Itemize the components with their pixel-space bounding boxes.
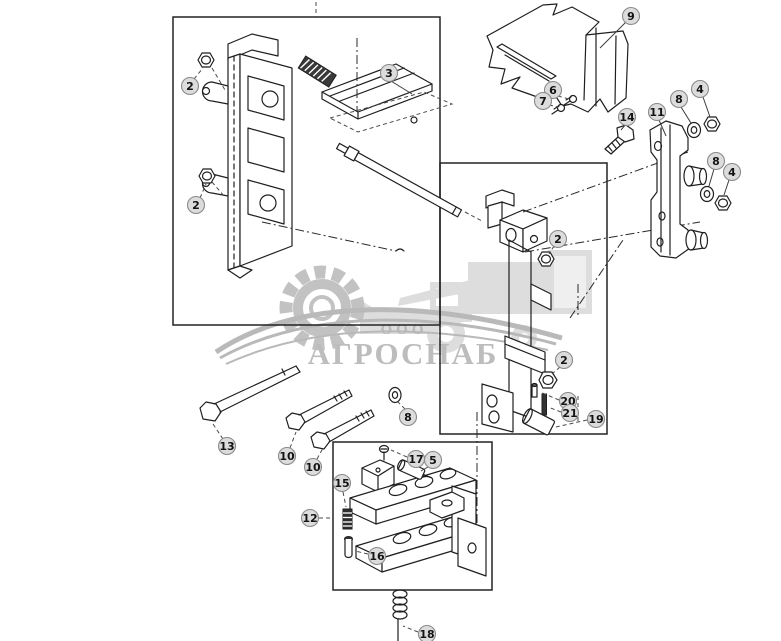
- callout-15[interactable]: 15: [332, 473, 352, 493]
- part-washer-8b: [699, 185, 715, 203]
- callout-10-left[interactable]: 10: [277, 446, 297, 466]
- callout-8-lower[interactable]: 8: [706, 151, 726, 171]
- callout-14[interactable]: 14: [617, 107, 637, 127]
- callout-21[interactable]: 21: [560, 403, 580, 423]
- callout-leaders: [193, 21, 730, 633]
- part-roll-pin-21: [541, 393, 547, 416]
- part-screw-7: [551, 103, 566, 115]
- part-rod: [335, 142, 463, 218]
- part-bolt-10b: [310, 409, 375, 450]
- callout-4-upper[interactable]: 4: [690, 79, 710, 99]
- part-nut-2d: [538, 371, 558, 389]
- part-plug-screw-17: [378, 444, 390, 461]
- svg-text:17: 17: [408, 453, 423, 466]
- callout-18[interactable]: 18: [417, 624, 437, 641]
- part-nut-4b: [714, 195, 732, 211]
- part-washer-8c: [388, 386, 402, 404]
- svg-text:2: 2: [186, 80, 194, 93]
- svg-text:8: 8: [404, 411, 412, 424]
- part-roller-19: [522, 408, 556, 436]
- svg-text:13: 13: [219, 440, 234, 453]
- part-guide-rail: [201, 33, 293, 279]
- svg-text:7: 7: [539, 95, 547, 108]
- svg-text:14: 14: [619, 111, 635, 124]
- part-nut-2a: [197, 52, 215, 68]
- svg-text:3: 3: [385, 67, 393, 80]
- part-bolt-14: [604, 124, 635, 155]
- callout-13[interactable]: 13: [217, 436, 237, 456]
- svg-text:8: 8: [712, 155, 720, 168]
- callout-10-right[interactable]: 10: [303, 457, 323, 477]
- svg-text:15: 15: [334, 477, 349, 490]
- callout-2-rail-top[interactable]: 2: [180, 76, 200, 96]
- part-bracket-11: [649, 120, 709, 259]
- callout-2-bar-top[interactable]: 2: [548, 229, 568, 249]
- svg-text:4: 4: [696, 83, 704, 96]
- part-bolt-10a: [285, 389, 353, 431]
- callout-2-bar-bottom[interactable]: 2: [554, 350, 574, 370]
- svg-text:16: 16: [369, 550, 385, 563]
- callout-8-washer[interactable]: 8: [398, 407, 418, 427]
- part-vertical-bar: [481, 239, 552, 433]
- part-spring-15: [342, 508, 353, 530]
- callout-11[interactable]: 11: [647, 102, 667, 122]
- svg-text:2: 2: [192, 199, 200, 212]
- svg-text:21: 21: [562, 407, 577, 420]
- part-washer-8a: [686, 121, 702, 139]
- callout-7[interactable]: 7: [533, 91, 553, 111]
- callout-2-rail-bottom[interactable]: 2: [186, 195, 206, 215]
- watermark-org-form: ООО: [380, 322, 427, 338]
- svg-text:6: 6: [549, 84, 557, 97]
- part-guide-plate-3: [321, 63, 454, 133]
- part-spring-18: [392, 589, 408, 641]
- svg-text:18: 18: [419, 628, 434, 641]
- callout-8-upper[interactable]: 8: [669, 89, 689, 109]
- svg-text:4: 4: [728, 166, 736, 179]
- svg-text:8: 8: [675, 93, 683, 106]
- callout-3[interactable]: 3: [379, 63, 399, 83]
- part-detent-pin-16: [344, 536, 353, 559]
- callout-5[interactable]: 5: [423, 450, 443, 470]
- part-center-bracket: [485, 189, 548, 253]
- part-nut-2b: [198, 168, 216, 184]
- svg-text:9: 9: [627, 10, 635, 23]
- svg-text:10: 10: [279, 450, 295, 463]
- svg-text:11: 11: [649, 106, 664, 119]
- callout-4-lower[interactable]: 4: [722, 162, 742, 182]
- callout-16[interactable]: 16: [367, 546, 387, 566]
- part-nut-4a: [703, 116, 721, 132]
- svg-text:2: 2: [554, 233, 562, 246]
- svg-text:19: 19: [588, 413, 603, 426]
- part-bolt-13: [199, 365, 301, 422]
- detail-box-bar-assembly: [439, 162, 608, 435]
- part-cover-9: [486, 3, 629, 113]
- callout-12[interactable]: 12: [300, 508, 320, 528]
- svg-text:12: 12: [302, 512, 317, 525]
- rod-alignment-dash: [464, 211, 483, 222]
- part-pin-20: [531, 382, 538, 398]
- part-spring-top: [297, 55, 337, 88]
- callout-9[interactable]: 9: [621, 6, 641, 26]
- callout-19[interactable]: 19: [586, 409, 606, 429]
- callout-17[interactable]: 17: [406, 449, 426, 469]
- part-nut-2c: [537, 251, 555, 267]
- svg-text:2: 2: [560, 354, 568, 367]
- detail-box-kit-12: [332, 441, 493, 591]
- svg-text:5: 5: [429, 454, 437, 467]
- svg-text:10: 10: [305, 461, 321, 474]
- watermark-company-name: АГРОСНАБ: [308, 336, 499, 371]
